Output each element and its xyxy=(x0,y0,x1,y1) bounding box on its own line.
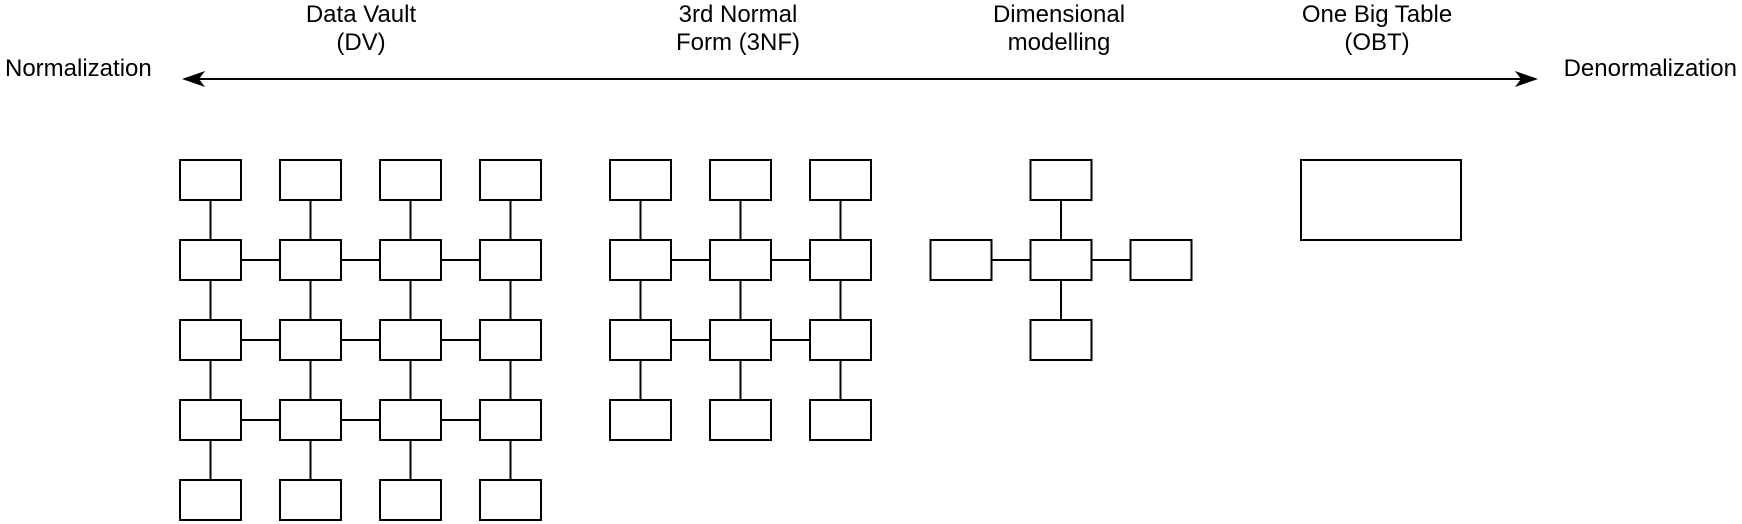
one-big-table-label-line2: (OBT) xyxy=(1344,29,1410,56)
one-big-table-schema-table xyxy=(1300,159,1462,241)
third-normal-form-schema-table xyxy=(809,159,872,201)
dimensional-modelling-label: Dimensional modelling xyxy=(993,1,1125,57)
arrowhead-left-icon xyxy=(182,71,205,87)
data-vault-schema-table xyxy=(179,399,242,441)
arrowhead-right-icon xyxy=(1515,71,1538,87)
third-normal-form-schema-table xyxy=(609,239,672,281)
data-vault-schema-table xyxy=(279,319,342,361)
data-vault-schema-table xyxy=(179,239,242,281)
data-vault-schema-table xyxy=(379,159,442,201)
star-schema-fact-table xyxy=(1029,239,1093,281)
third-normal-form-schema-table xyxy=(609,319,672,361)
third-normal-form-label-line2: Form (3NF) xyxy=(676,29,800,56)
star-schema-dimension-table xyxy=(1129,239,1193,281)
data-vault-schema-table xyxy=(479,399,542,441)
star-schema-dimension-table xyxy=(1029,319,1093,361)
data-vault-schema-table xyxy=(179,159,242,201)
data-vault-schema-table xyxy=(279,479,342,521)
third-normal-form-schema-table xyxy=(709,319,772,361)
data-vault-schema-table xyxy=(479,319,542,361)
third-normal-form-schema-table xyxy=(709,399,772,441)
third-normal-form-schema-table xyxy=(809,319,872,361)
data-vault-schema-table xyxy=(379,479,442,521)
third-normal-form-label-line1: 3rd Normal xyxy=(678,1,798,28)
data-vault-schema-table xyxy=(379,399,442,441)
data-vault-schema-table xyxy=(379,319,442,361)
third-normal-form-schema-table xyxy=(609,159,672,201)
star-schema-dimension-table xyxy=(1029,159,1093,201)
dimensional-modelling-label-line1: Dimensional xyxy=(992,1,1126,28)
data-vault-label-line2: (DV) xyxy=(336,29,386,56)
third-normal-form-schema-table xyxy=(809,399,872,441)
data-vault-schema-table xyxy=(479,159,542,201)
denormalization-label: Denormalization xyxy=(1563,55,1737,82)
data-vault-label: Data Vault (DV) xyxy=(306,1,416,57)
star-schema-dimension-table xyxy=(929,239,993,281)
data-vault-schema-table xyxy=(179,479,242,521)
data-vault-schema-table xyxy=(279,239,342,281)
data-vault-schema-table xyxy=(379,239,442,281)
third-normal-form-schema-table xyxy=(709,239,772,281)
third-normal-form-schema-table xyxy=(609,399,672,441)
one-big-table-label: One Big Table (OBT) xyxy=(1302,1,1452,57)
data-vault-schema-table xyxy=(279,159,342,201)
normalization-label: Normalization xyxy=(5,55,152,82)
third-normal-form-schema-table xyxy=(709,159,772,201)
data-vault-label-line1: Data Vault xyxy=(305,1,417,28)
dimensional-modelling-label-line2: modelling xyxy=(1007,29,1111,56)
third-normal-form-schema-table xyxy=(809,239,872,281)
third-normal-form-label: 3rd Normal Form (3NF) xyxy=(676,1,800,57)
one-big-table-label-line1: One Big Table xyxy=(1301,1,1453,28)
data-vault-schema-table xyxy=(479,239,542,281)
data-vault-schema-table xyxy=(179,319,242,361)
data-vault-schema-table xyxy=(479,479,542,521)
data-vault-schema-table xyxy=(279,399,342,441)
